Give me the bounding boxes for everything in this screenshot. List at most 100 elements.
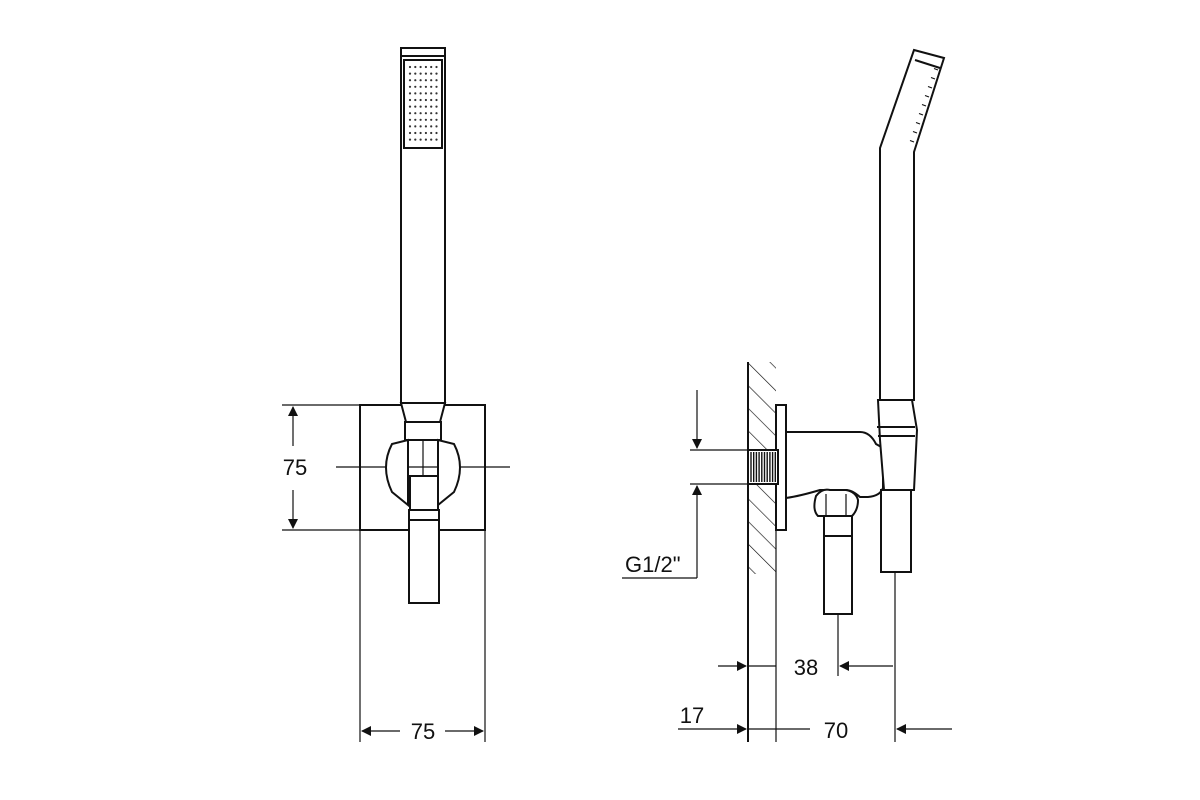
holder-block [409, 475, 439, 513]
threaded-inlet [747, 449, 779, 485]
spray-nozzle [435, 112, 438, 115]
spray-nozzle [419, 118, 422, 121]
side-nozzle-mark [921, 103, 927, 107]
spray-nozzle [408, 138, 412, 141]
handle-collar [399, 402, 447, 423]
spray-nozzle [435, 125, 438, 128]
spray-nozzle [430, 118, 433, 121]
spray-nozzle [408, 72, 412, 75]
spray-nozzle [435, 85, 438, 88]
side-nozzle-mark [909, 139, 915, 143]
dim-front-height: 75 [283, 455, 307, 480]
spray-nozzles [408, 65, 438, 141]
spray-nozzle [419, 125, 422, 128]
spray-nozzle [430, 92, 433, 95]
spray-nozzle [419, 131, 422, 135]
thread-marks [750, 452, 776, 482]
spray-nozzle [424, 118, 427, 121]
dim-projection: 70 [824, 718, 848, 743]
spray-nozzle [414, 92, 417, 95]
spray-nozzle [419, 92, 422, 95]
spray-nozzle [424, 112, 427, 115]
spray-nozzle [414, 131, 417, 135]
spray-nozzle [408, 105, 412, 108]
spray-nozzle [419, 79, 422, 82]
spray-nozzle [424, 131, 427, 135]
holder-neck [404, 421, 442, 441]
spray-nozzle [435, 98, 438, 102]
spray-nozzle [408, 125, 412, 128]
spray-nozzle [430, 98, 433, 102]
spray-nozzle [424, 85, 427, 88]
front-view: 75 75 [282, 47, 510, 744]
spray-nozzle [435, 79, 438, 82]
spray-nozzle [430, 105, 433, 108]
spray-nozzle [435, 138, 438, 141]
handle-holder [876, 399, 919, 491]
side-handle-tail [880, 489, 912, 573]
spray-nozzle [430, 138, 433, 141]
spray-nozzle [430, 131, 433, 135]
spray-nozzle [414, 138, 417, 141]
spray-nozzle [424, 72, 427, 75]
elbow-body [785, 431, 884, 500]
side-hose [823, 535, 853, 615]
spray-nozzle [419, 65, 422, 69]
side-nozzle-mark [933, 67, 939, 71]
spray-nozzle [419, 98, 422, 102]
side-hand-shower [879, 48, 946, 401]
spray-nozzle [424, 125, 427, 128]
spray-nozzle [435, 131, 438, 135]
spray-nozzle [424, 98, 427, 102]
spray-nozzle [419, 105, 422, 108]
spray-nozzle [408, 79, 412, 82]
holder-bracket [385, 438, 409, 508]
spray-nozzle [435, 65, 438, 69]
spray-nozzle [430, 79, 433, 82]
dim-wall-depth: 17 [680, 703, 704, 728]
side-nozzle-mark [918, 112, 924, 116]
dim-outlet-offset: 38 [794, 655, 818, 680]
spray-nozzle [408, 85, 412, 88]
spray-nozzle [419, 112, 422, 115]
spray-nozzle [424, 65, 427, 69]
holder-bracket-right [437, 438, 461, 508]
spray-nozzle [414, 105, 417, 108]
spray-nozzle [430, 112, 433, 115]
spray-nozzle [435, 105, 438, 108]
spray-nozzle [419, 85, 422, 88]
side-nozzle-mark [924, 94, 930, 98]
spray-nozzle [424, 92, 427, 95]
dim-front-width: 75 [411, 719, 435, 744]
side-nozzle-mark [912, 130, 918, 134]
side-nozzle-mark [930, 76, 936, 80]
spray-nozzle [414, 125, 417, 128]
spray-nozzle [430, 72, 433, 75]
spray-nozzle [435, 118, 438, 121]
spray-nozzle [430, 65, 433, 69]
spray-nozzle [408, 98, 412, 102]
side-head-rim [914, 59, 941, 69]
spray-nozzle [424, 105, 427, 108]
spray-nozzle [414, 85, 417, 88]
spray-nozzle [414, 112, 417, 115]
spray-nozzle [435, 92, 438, 95]
dim-thread: G1/2" [625, 552, 681, 577]
front-hose [408, 509, 440, 604]
spray-nozzle [414, 65, 417, 69]
spray-nozzle [408, 118, 412, 121]
side-nozzle-marks [909, 67, 939, 143]
outlet-nut [813, 488, 860, 517]
spray-nozzle [408, 131, 412, 135]
spray-nozzle [430, 125, 433, 128]
spray-nozzle [430, 85, 433, 88]
spray-nozzle [414, 79, 417, 82]
spray-nozzle [408, 65, 412, 69]
spray-nozzle [408, 112, 412, 115]
spray-nozzle [435, 72, 438, 75]
side-nozzle-mark [927, 85, 933, 89]
spray-nozzle [419, 72, 422, 75]
outlet-stem [823, 515, 853, 537]
side-view: G1/2" 38 17 70 [622, 48, 952, 743]
